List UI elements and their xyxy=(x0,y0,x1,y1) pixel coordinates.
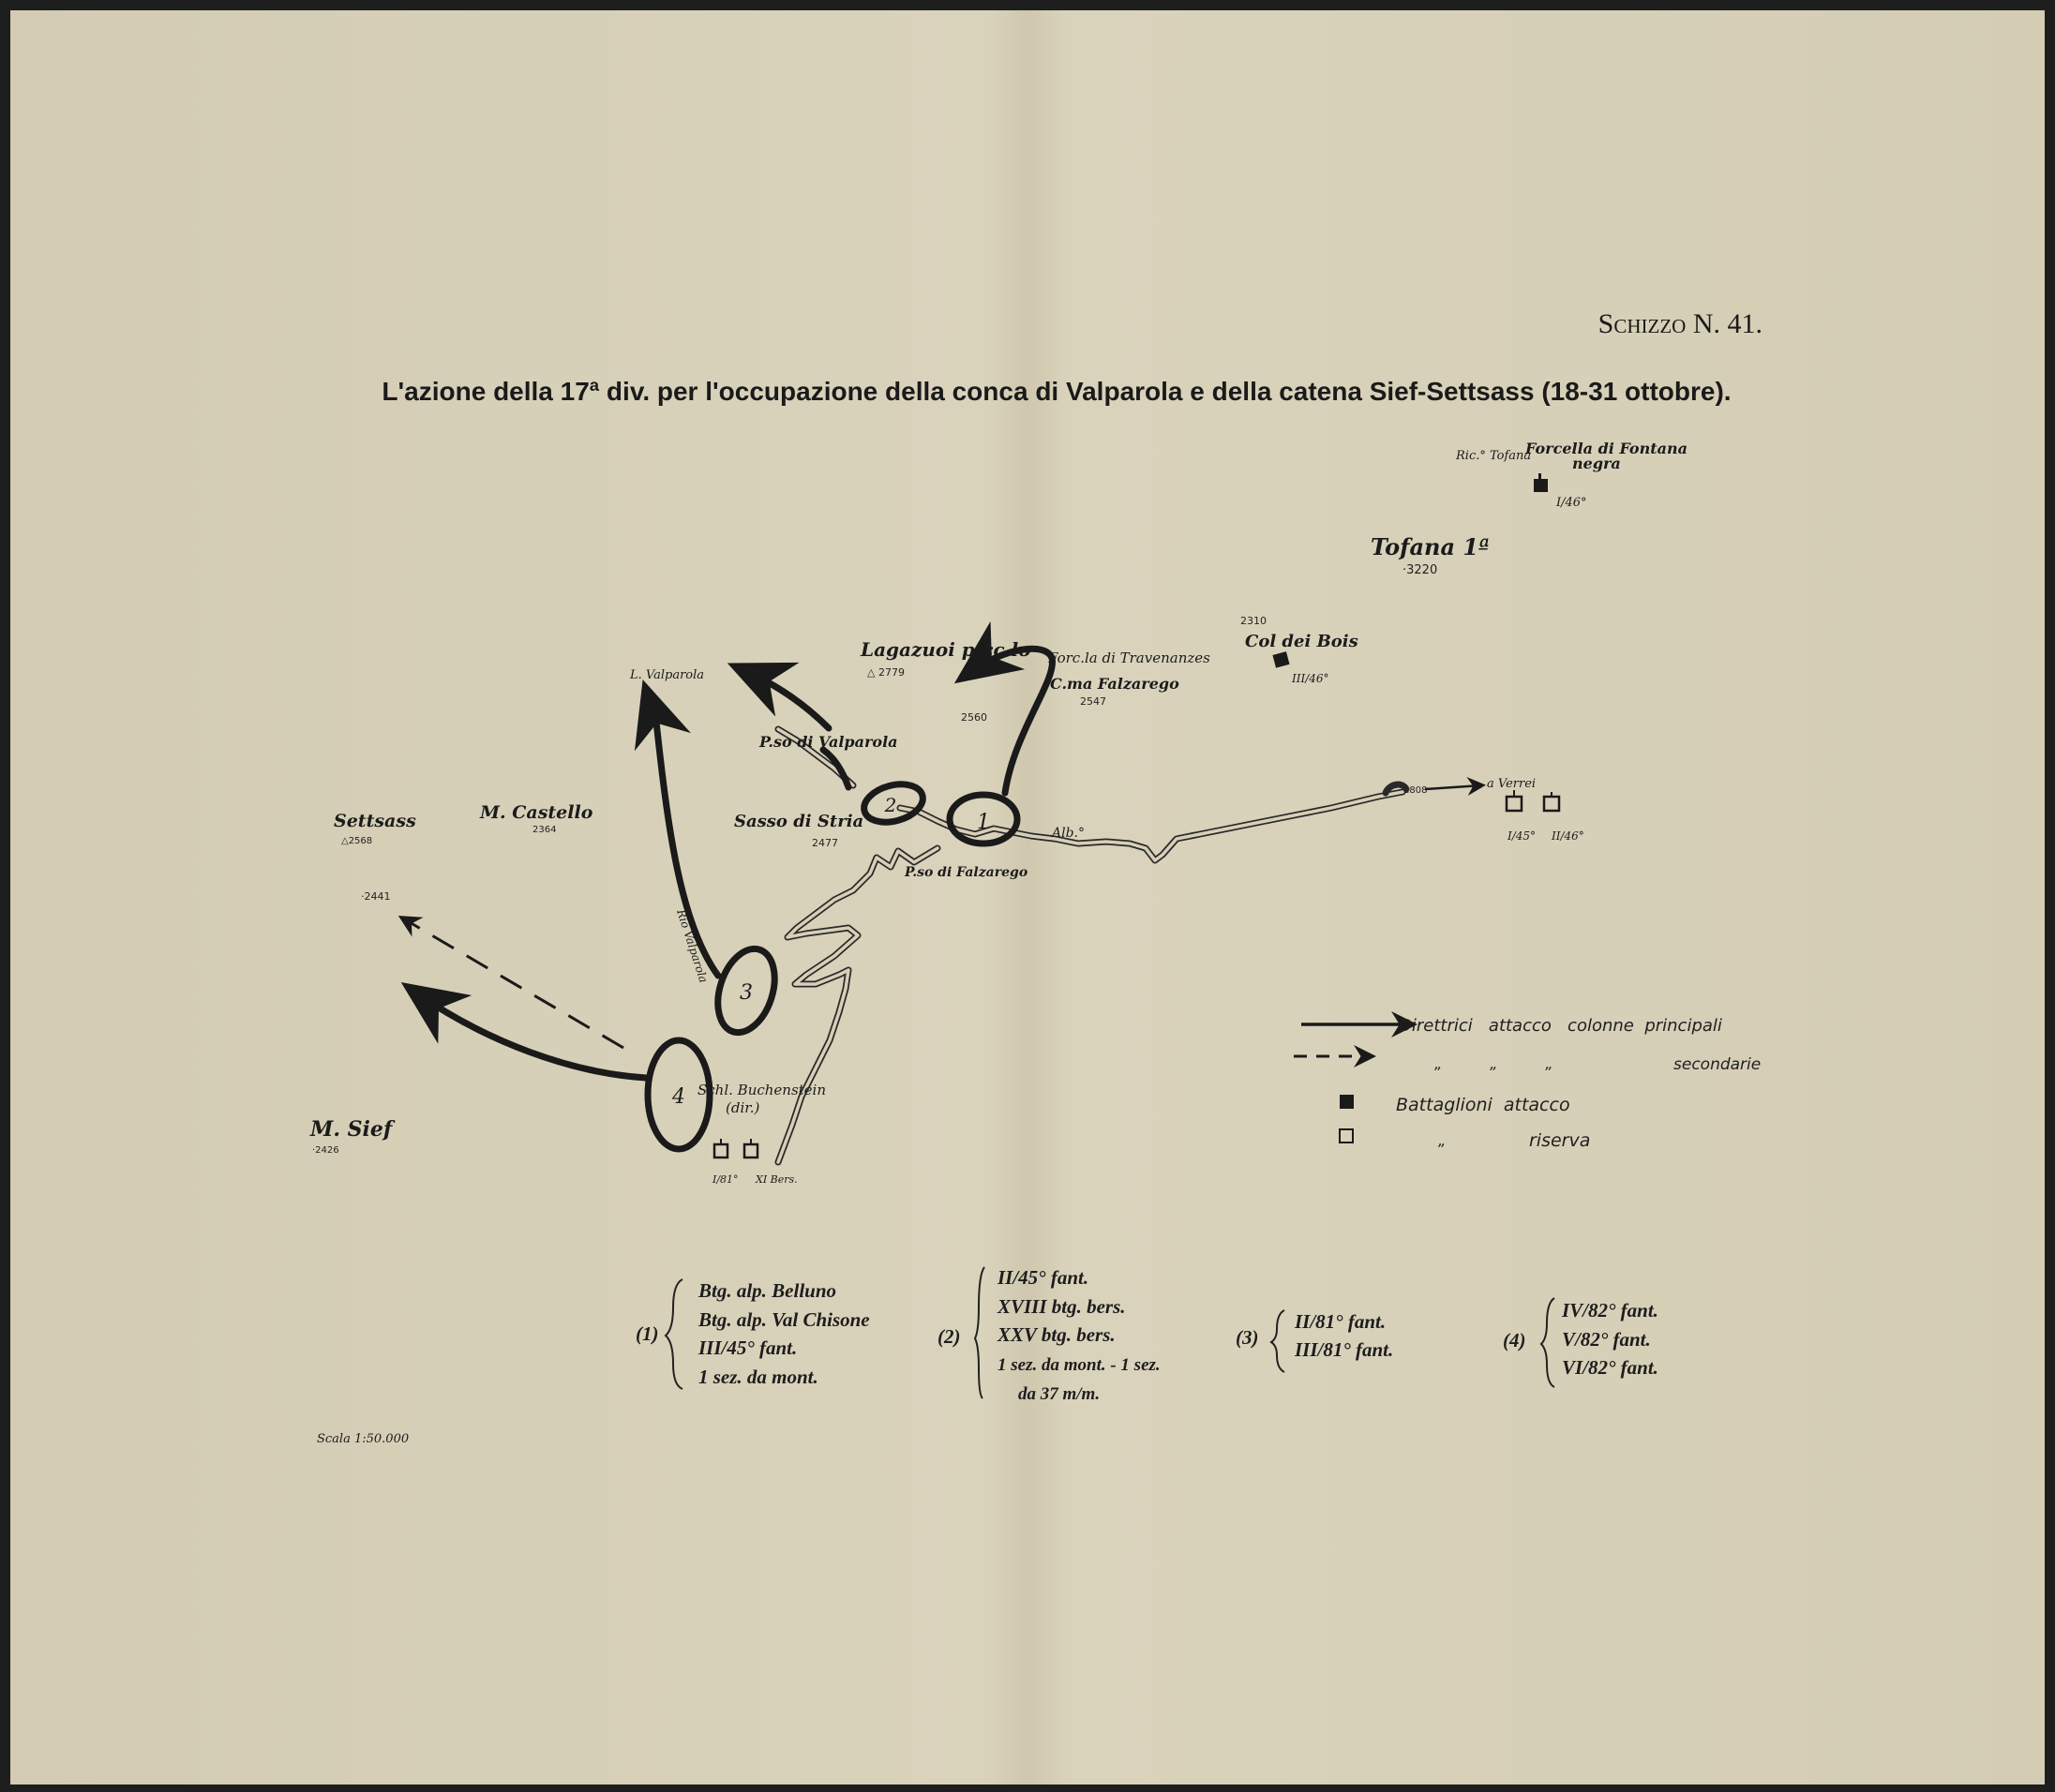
legend-reserve-icon xyxy=(1339,1128,1354,1143)
group-4-tag: (4) xyxy=(1503,1329,1526,1351)
map-legend: Direttrici attacco colonne principali „ … xyxy=(1294,1011,1761,1151)
group-1-line: 1 sez. da mont. xyxy=(698,1366,818,1388)
legend-attack-icon xyxy=(1340,1095,1354,1109)
group-3-brace xyxy=(1269,1309,1285,1373)
label-cima-falzarego: C.ma Falzarego xyxy=(1050,675,1179,693)
group-2-number: 2 xyxy=(884,794,897,816)
label-lagazuoi-elev: △ 2779 xyxy=(867,666,905,679)
label-verrei: a Verrei xyxy=(1487,777,1536,791)
label-castello: M. Castello xyxy=(479,802,593,823)
group-3-number: 3 xyxy=(740,981,753,1005)
group-ellipses: 1 2 3 4 xyxy=(644,781,1021,1153)
label-forc-travenanzes: Forc.la di Travenanzes xyxy=(1047,650,1210,666)
road-1808-loop xyxy=(1382,781,1410,797)
label-sief-elev: ·2426 xyxy=(312,1145,339,1156)
label-albergo: Alb.° xyxy=(1050,826,1085,841)
attack-battalion-icon xyxy=(1534,479,1548,492)
label-col-dei-bois: Col dei Bois xyxy=(1245,632,1358,651)
group-4-number: 4 xyxy=(671,1085,685,1109)
label-sasso-stria: Sasso di Stria xyxy=(734,812,863,831)
group-1-brace xyxy=(664,1278,683,1390)
label-castello-elev: 2364 xyxy=(532,825,556,835)
paper xyxy=(10,10,2045,1785)
legend-main-attack: Direttrici attacco colonne principali xyxy=(1399,1016,1722,1036)
label-settsass: Settsass xyxy=(334,811,416,831)
label-col-dei-bois-elev: 2310 xyxy=(1240,615,1267,627)
legend-secondary: secondarie xyxy=(1673,1055,1761,1074)
label-buchenstein-dir: (dir.) xyxy=(726,1099,760,1116)
group-4-line: VI/82° fant. xyxy=(1562,1356,1658,1379)
label-2560: 2560 xyxy=(961,711,987,724)
group-2-tag: (2) xyxy=(938,1325,961,1348)
group-4-line: IV/82° fant. xyxy=(1561,1299,1658,1322)
legend-reserve: riserva xyxy=(1529,1130,1590,1151)
group-1-number: 1 xyxy=(977,811,990,834)
attack-battalion-icon xyxy=(1272,651,1290,668)
arrow-group4-secondary xyxy=(398,915,624,1050)
unit-i-46: I/46° xyxy=(1555,496,1587,510)
arrow-group1-main xyxy=(953,620,1056,797)
arrow-group2-stub xyxy=(819,746,852,791)
group-3-ellipse xyxy=(714,945,778,1037)
group-3-line: II/81° fant. xyxy=(1294,1310,1386,1333)
group-4-brace xyxy=(1539,1297,1555,1388)
sketch-number: Schizzo N. 41. xyxy=(1598,308,1762,339)
legend-attack-battalions: Battaglioni attacco xyxy=(1396,1095,1570,1115)
unit-xi-bers: XI Bers. xyxy=(755,1173,798,1186)
arrow-group4-main xyxy=(400,982,650,1082)
group-2-line: II/45° fant. xyxy=(997,1266,1088,1289)
group-2-line: XXV btg. bers. xyxy=(997,1323,1116,1346)
unit-iii-46: III/46° xyxy=(1291,672,1329,685)
label-passo-falzarego: P.so di Falzarego xyxy=(904,865,1028,880)
group-3-tag: (3) xyxy=(1236,1326,1259,1349)
map-title: L'azione della 17ª div. per l'occupazion… xyxy=(382,377,1731,406)
group-2-brace xyxy=(973,1266,985,1399)
arrow-verrei xyxy=(1424,777,1486,796)
label-sasso-stria-elev: 2477 xyxy=(812,837,838,849)
unit-i-81: I/81° xyxy=(712,1173,739,1186)
attack-arrows xyxy=(398,620,1056,1082)
group-2-line: 1 sez. da mont. - 1 sez. xyxy=(998,1355,1161,1375)
group-1-line: Btg. alp. Val Chisone xyxy=(698,1308,870,1331)
label-ric-tofana: Ric.° Tofana xyxy=(1455,449,1531,463)
group-4-ellipse xyxy=(644,1037,713,1153)
label-tofana: Tofana 1ª xyxy=(1371,533,1490,560)
group-2-line: da 37 m/m. xyxy=(1018,1384,1100,1404)
label-forcella-1: Forcella di Fontana xyxy=(1524,440,1688,457)
label-sief: M. Sief xyxy=(309,1117,396,1142)
label-1808: 1808 xyxy=(1403,785,1427,796)
arrow-group3-main xyxy=(634,679,722,979)
group-1-tag: (1) xyxy=(636,1322,659,1345)
label-lagazuoi: Lagazuoi picc.lo xyxy=(860,638,1031,661)
group-1-ellipse xyxy=(946,791,1021,847)
label-2441: ·2441 xyxy=(361,890,391,903)
group-1-line: III/45° fant. xyxy=(698,1337,797,1359)
group-2-ellipse xyxy=(861,781,926,826)
group-3-line: III/81° fant. xyxy=(1294,1338,1393,1361)
arrow-group2-main xyxy=(727,662,832,732)
label-tofana-elev: ·3220 xyxy=(1402,563,1437,577)
label-buchenstein: Schl. Buchenstein xyxy=(698,1082,826,1098)
unit-ii-46: II/46° xyxy=(1551,829,1584,843)
label-cima-falzarego-elev: 2547 xyxy=(1080,695,1106,708)
label-settsass-elev: △2568 xyxy=(341,836,372,846)
legend-ditto-single: „ xyxy=(1438,1131,1446,1149)
group-2-line: XVIII btg. bers. xyxy=(997,1295,1126,1318)
group-composition: (1) Btg. alp. Belluno Btg. alp. Val Chis… xyxy=(636,1266,1658,1404)
unit-i-45: I/45° xyxy=(1507,829,1536,843)
label-passo-valparola: P.so di Valparola xyxy=(758,733,898,751)
battalion-symbols: I/46° III/46° I/45° II/46° I/81° XI Bers… xyxy=(712,473,1587,1186)
group-1-line: Btg. alp. Belluno xyxy=(698,1279,836,1302)
map-scale: Scala 1:50.000 xyxy=(317,1432,409,1446)
label-lago-valparola: L. Valparola xyxy=(629,668,704,682)
group-4-line: V/82° fant. xyxy=(1562,1328,1651,1351)
legend-ditto: „ „ „ xyxy=(1434,1054,1553,1072)
label-forcella-2: negra xyxy=(1572,455,1621,472)
